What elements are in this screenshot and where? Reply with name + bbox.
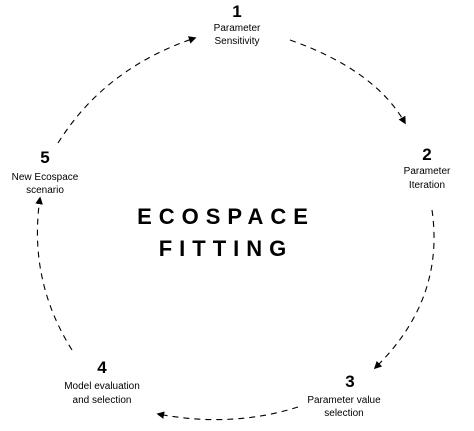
- center-title-line2: FITTING: [159, 236, 294, 261]
- step-3-label-line2: selection: [324, 408, 363, 419]
- step-5-label-line2: scenario: [26, 185, 64, 196]
- arc-step3-to-step4: [156, 406, 299, 421]
- arc-step5-to-step1: [57, 36, 197, 144]
- step-2-number: 2: [422, 145, 431, 164]
- step-1-label-line1: Parameter: [214, 23, 261, 34]
- step-1: 1 Parameter Sensitivity: [214, 2, 261, 47]
- arc-step2-to-step3: [373, 209, 435, 370]
- step-2: 2 Parameter Iteration: [404, 145, 451, 191]
- step-4: 4 Model evaluation and selection: [64, 358, 140, 406]
- step-4-label-line2: and selection: [73, 395, 132, 406]
- step-3: 3 Parameter value selection: [307, 372, 381, 419]
- arc-step1-to-step2: [289, 39, 406, 125]
- step-4-number: 4: [97, 358, 107, 377]
- step-3-number: 3: [345, 372, 354, 391]
- step-5: 5 New Ecospace scenario: [12, 148, 79, 196]
- step-2-label-line1: Parameter: [404, 166, 451, 177]
- step-4-label-line1: Model evaluation: [64, 381, 140, 392]
- arc-step4-to-step5: [35, 196, 73, 351]
- step-1-label-line2: Sensitivity: [214, 36, 259, 47]
- step-1-number: 1: [232, 2, 241, 21]
- step-2-label-line2: Iteration: [409, 180, 445, 191]
- center-title-line1: ECOSPACE: [137, 204, 315, 229]
- step-3-label-line1: Parameter value: [307, 395, 381, 406]
- step-5-label-line1: New Ecospace: [12, 172, 79, 183]
- step-5-number: 5: [40, 148, 49, 167]
